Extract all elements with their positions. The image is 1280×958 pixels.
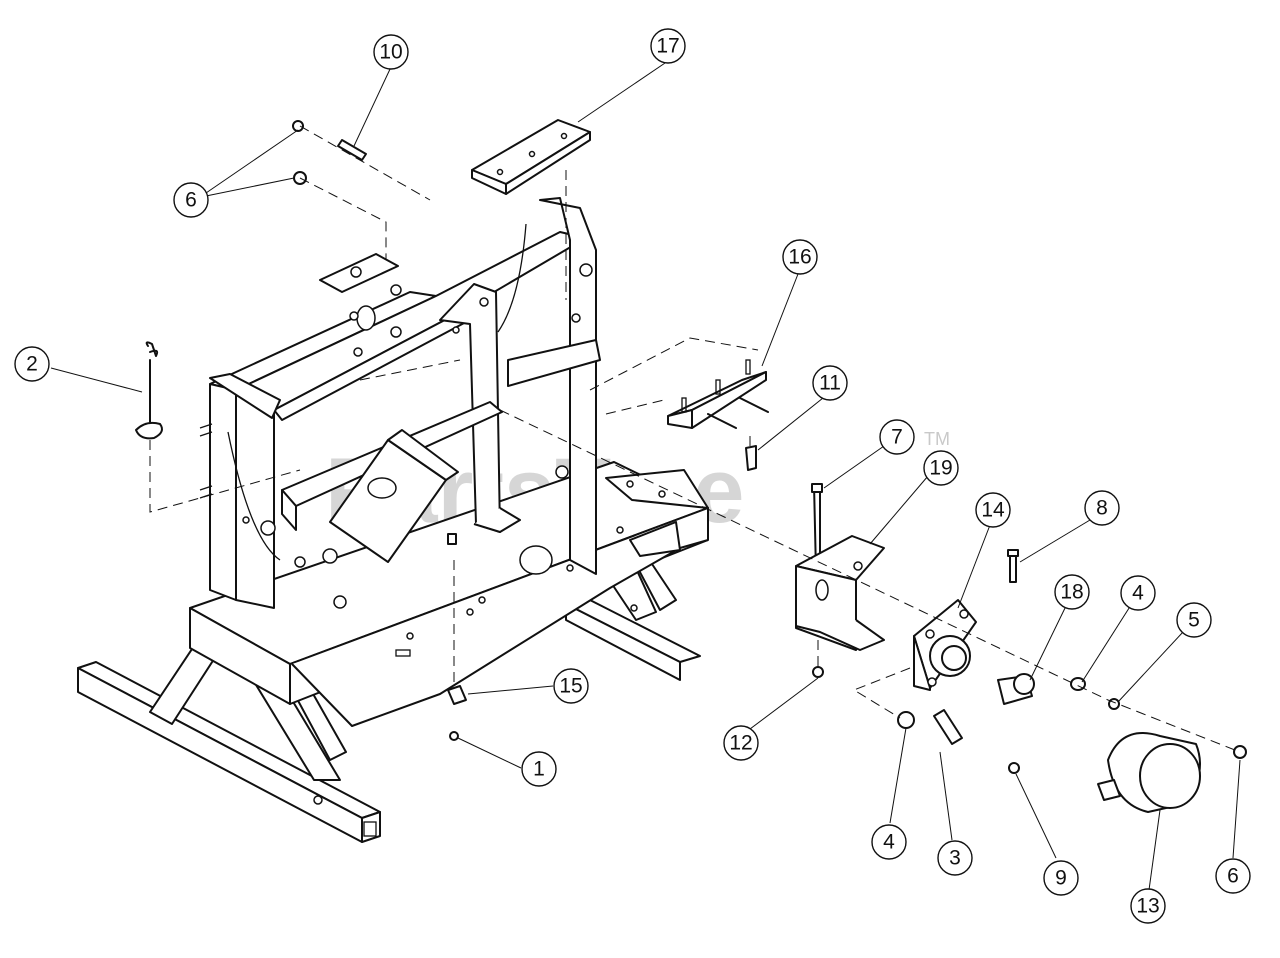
leader-lines: [50, 60, 1241, 891]
callout-4-upper: 4: [1120, 575, 1156, 611]
svg-text:19: 19: [929, 457, 952, 480]
svg-text:6: 6: [1227, 865, 1239, 888]
svg-text:18: 18: [1060, 581, 1083, 604]
callout-4-lower: 4: [871, 824, 907, 860]
callout-3: 3: [937, 840, 973, 876]
screw-1: [449, 731, 459, 741]
callout-5: 5: [1176, 602, 1212, 638]
callout-9: 9: [1043, 860, 1079, 896]
svg-text:4: 4: [1132, 582, 1144, 605]
svg-text:13: 13: [1136, 895, 1159, 918]
pin-clip-2: [135, 341, 163, 440]
nut-6-lower: [1233, 745, 1247, 759]
nut-9: [1008, 762, 1020, 774]
main-frame: [77, 197, 709, 843]
nut-6-upper: [292, 120, 307, 185]
callout-19: 19: [923, 450, 959, 486]
svg-text:6: 6: [185, 189, 197, 212]
callout-16: 16: [782, 239, 818, 275]
callout-14: 14: [975, 492, 1011, 528]
callout-13: 13: [1130, 888, 1166, 924]
svg-text:10: 10: [379, 41, 402, 64]
callout-11: 11: [812, 365, 848, 401]
pin-10: [337, 139, 367, 161]
svg-text:7: 7: [891, 426, 903, 449]
assembly-lines: [149, 125, 1241, 753]
top-mount-tab: [319, 253, 402, 357]
callout-1: 1: [521, 751, 557, 787]
plate-17: [471, 119, 591, 195]
callout-18: 18: [1054, 574, 1090, 610]
svg-text:8: 8: [1096, 497, 1108, 520]
svg-text:14: 14: [981, 499, 1005, 522]
svg-text:4: 4: [883, 831, 895, 854]
svg-text:1: 1: [533, 758, 545, 781]
cover-13: [1097, 732, 1201, 813]
svg-text:9: 9: [1055, 867, 1067, 890]
nut-12: [812, 666, 824, 678]
bolt-11: [745, 445, 757, 471]
svg-text:5: 5: [1188, 609, 1200, 632]
bar-16: [667, 359, 769, 429]
callout-17: 17: [650, 28, 686, 64]
svg-text:12: 12: [729, 732, 752, 755]
callout-12: 12: [723, 725, 759, 761]
wedge-block: [329, 429, 459, 563]
callout-10: 10: [373, 34, 409, 70]
clip-15: [447, 533, 467, 705]
bushing-18: [997, 673, 1035, 705]
svg-text:3: 3: [949, 847, 961, 870]
svg-text:17: 17: [656, 35, 679, 58]
watermark-tm: TM: [924, 429, 950, 449]
callout-2: 2: [14, 346, 50, 382]
callout-6-lower: 6: [1215, 858, 1251, 894]
bolt-8: [1007, 549, 1019, 583]
svg-text:11: 11: [819, 372, 841, 395]
callout-6-upper: 6: [173, 182, 209, 218]
bolt-3: [933, 709, 963, 745]
svg-text:2: 2: [26, 353, 38, 376]
svg-text:16: 16: [788, 246, 811, 269]
washer-4-lower: [897, 711, 915, 729]
bearing-14: [913, 599, 977, 691]
svg-text:15: 15: [559, 675, 582, 698]
bracket-19: [795, 535, 885, 651]
base-skid: [77, 615, 381, 843]
callout-8: 8: [1084, 490, 1120, 526]
callout-7: 7: [879, 419, 915, 455]
callout-15: 15: [553, 668, 589, 704]
